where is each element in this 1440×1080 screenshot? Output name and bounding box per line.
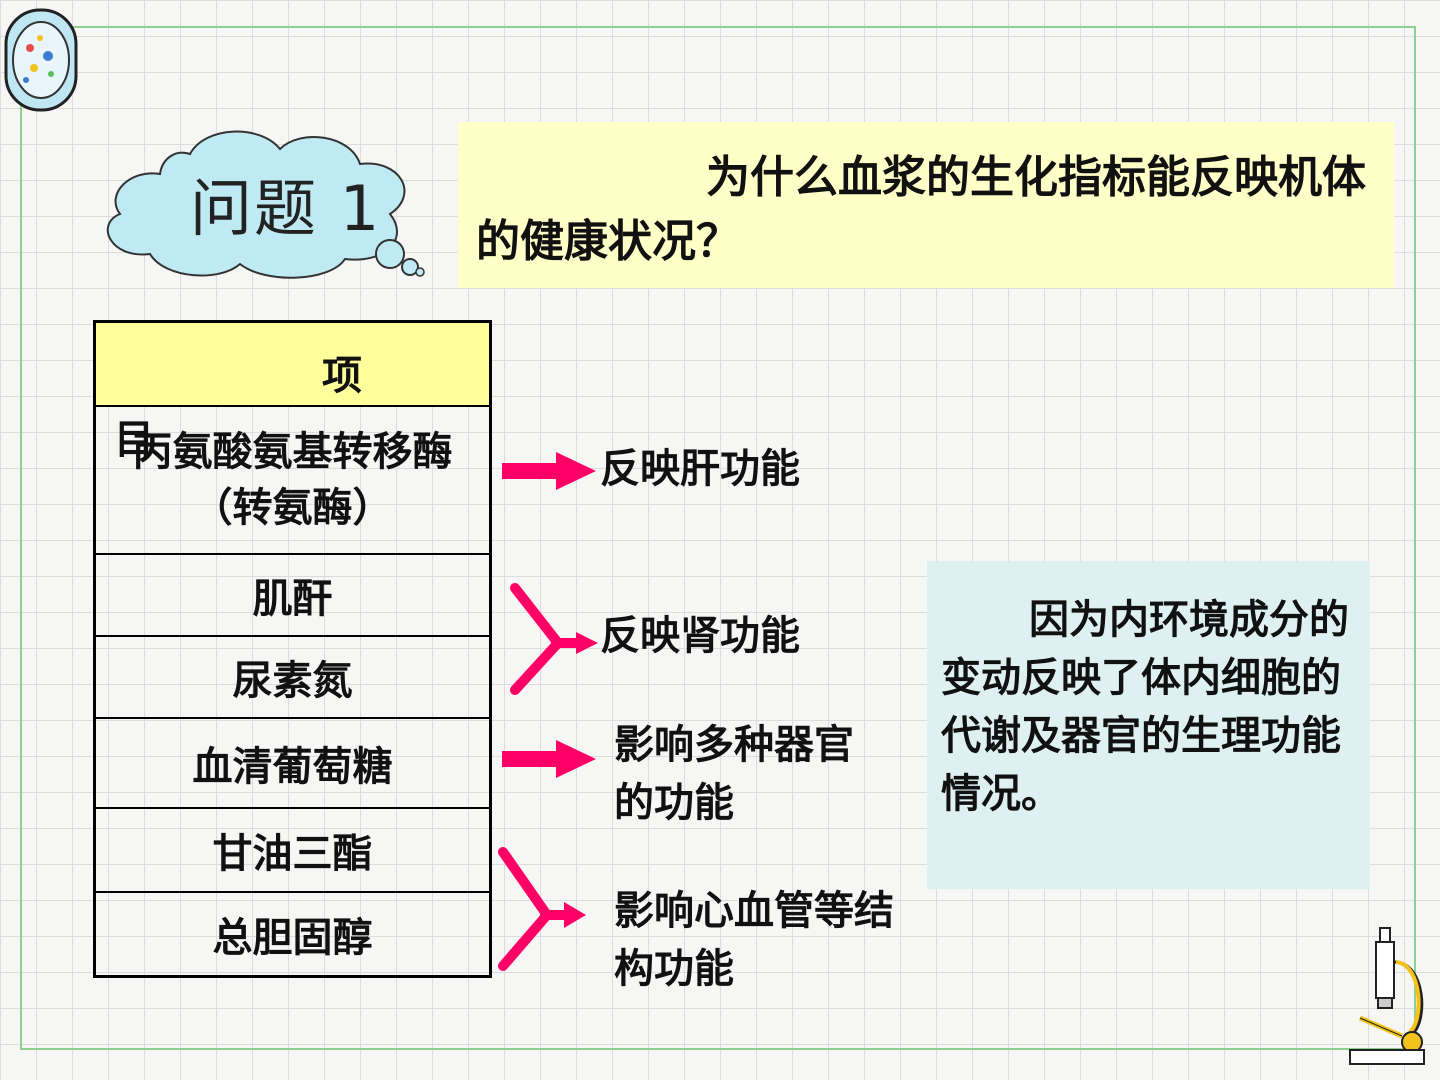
table-row: 总胆固醇 xyxy=(93,891,492,978)
table-row: 肌酐 xyxy=(93,553,492,637)
table-header-label: 项 xyxy=(322,352,362,399)
table-row: 丙氨酸氨基转移酶（转氨酶） xyxy=(93,405,492,555)
table-row: 血清葡萄糖 xyxy=(93,717,492,809)
effect-liver: 反映肝功能 xyxy=(600,445,800,492)
table-row: 尿素氮 xyxy=(93,635,492,719)
table-row: 甘油三酯 xyxy=(93,807,492,893)
effect-organs: 影响多种器官的功能 xyxy=(614,721,854,826)
effect-kidney: 反映肾功能 xyxy=(600,612,800,659)
indicator-table: 项 目 丙氨酸氨基转移酶（转氨酶） 肌酐 尿素氮 血清葡萄糖 甘油三酯 总胆固醇 xyxy=(93,320,492,978)
cloud-shape xyxy=(106,130,425,279)
microscope-icon xyxy=(1349,927,1425,1065)
question-text: 为什么血浆的生化指标能反映机体的健康状况？ xyxy=(458,122,1394,288)
petri-dish-icon xyxy=(4,8,78,112)
table-header: 项 目 xyxy=(93,320,492,463)
page-frame xyxy=(20,26,1416,1050)
question-number-label: 问题 1 xyxy=(190,172,382,245)
table-header-tail: 目 xyxy=(114,416,154,463)
effect-cardio: 影响心血管等结构功能 xyxy=(614,887,894,992)
answer-text: 因为内环境成分的变动反映了体内细胞的代谢及器官的生理功能情况。 xyxy=(927,561,1370,889)
